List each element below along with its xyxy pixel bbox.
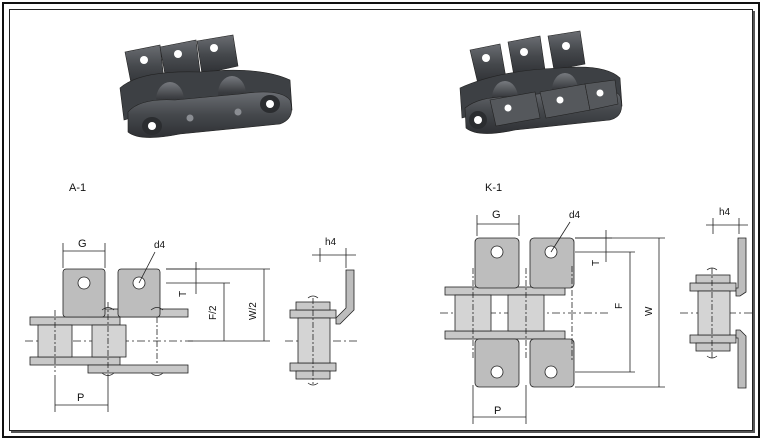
label-k1: K-1 [485, 182, 502, 194]
dim-g-k: G [492, 209, 501, 221]
dim-w2-a: W/2 [248, 302, 259, 320]
dim-t-k: T [591, 260, 602, 266]
photo-chain-a [119, 34, 293, 138]
dim-f2-a: F/2 [208, 305, 219, 320]
dim-d4-k: d4 [569, 210, 581, 221]
dim-p-k: P [494, 405, 501, 417]
dim-t-a: T [178, 291, 189, 297]
dim-h4-a: h4 [325, 237, 337, 248]
label-a1: A-1 [69, 182, 86, 194]
dim-f-k: F [614, 303, 625, 309]
drawing-k1-plan [440, 215, 665, 424]
dim-g-a: G [78, 238, 87, 250]
drawing-a1-plan [25, 243, 270, 412]
inner-border [9, 9, 753, 431]
dim-h4-k: h4 [719, 207, 731, 218]
photo-chain-k [459, 30, 623, 134]
drawing-a1-side [285, 248, 360, 386]
dim-p-a: P [77, 392, 84, 404]
dim-w-k: W [644, 306, 655, 316]
drawing-k1-side [680, 218, 752, 389]
dim-d4-a: d4 [154, 240, 166, 251]
